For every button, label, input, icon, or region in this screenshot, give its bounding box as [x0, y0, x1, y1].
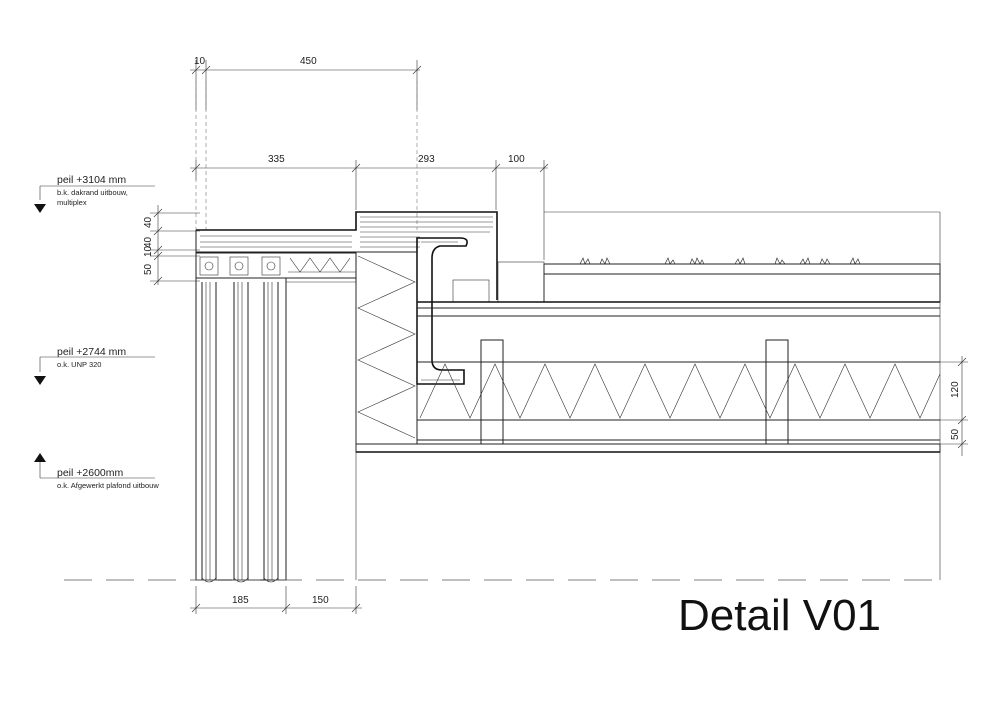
- level-label-2600: peil +2600mm: [57, 467, 123, 479]
- level-sub-2600: o.k. Afgewerkt plafond uitbouw: [57, 481, 159, 490]
- dimension-stack-left: 40 40 10 50: [143, 205, 200, 286]
- dim-10-v: 10: [143, 245, 154, 257]
- dim-50-v: 50: [143, 263, 154, 275]
- dim-450: 450: [300, 56, 317, 67]
- dim-50-right: 50: [950, 428, 961, 440]
- dim-150: 150: [312, 595, 329, 606]
- dim-100: 100: [508, 154, 525, 165]
- dim-10: 10: [194, 56, 206, 67]
- dim-185: 185: [232, 595, 249, 606]
- level-label-3104: peil +3104 mm: [57, 174, 126, 186]
- level-sub-3104-a: b.k. dakrand uitbouw,: [57, 188, 128, 197]
- dimension-row-second: 335 293 100: [190, 154, 549, 260]
- level-marker-2744: peil +2744 mm o.k. UNP 320: [34, 346, 155, 385]
- insulation-vertical: [355, 251, 418, 445]
- dim-335: 335: [268, 154, 285, 165]
- dim-40-a: 40: [143, 216, 154, 228]
- dim-40-b: 40: [143, 236, 154, 248]
- dimension-row-top: 10 450: [190, 56, 422, 110]
- level-sub-3104-b: multiplex: [57, 198, 87, 207]
- dim-120: 120: [950, 381, 961, 398]
- window-frame: [195, 277, 357, 583]
- roof-edge-assembly: [195, 211, 498, 300]
- level-down-arrow-icon: [34, 204, 46, 213]
- level-down-arrow-icon: [34, 376, 46, 385]
- dimension-row-bottom: 185 150: [190, 586, 362, 614]
- level-label-2744: peil +2744 mm: [57, 346, 126, 358]
- level-marker-3104: peil +3104 mm b.k. dakrand uitbouw, mult…: [34, 174, 155, 213]
- dimension-stack-right: 120 50: [940, 356, 968, 456]
- level-up-arrow-icon: [34, 453, 46, 462]
- green-roof-layers: [355, 257, 941, 453]
- dim-293: 293: [418, 154, 435, 165]
- vegetation: [579, 257, 861, 265]
- level-sub-2744: o.k. UNP 320: [57, 360, 101, 369]
- unp-320-beam: [416, 237, 468, 385]
- drawing-title: Detail V01: [678, 591, 881, 640]
- level-marker-2600: peil +2600mm o.k. Afgewerkt plafond uitb…: [34, 453, 159, 490]
